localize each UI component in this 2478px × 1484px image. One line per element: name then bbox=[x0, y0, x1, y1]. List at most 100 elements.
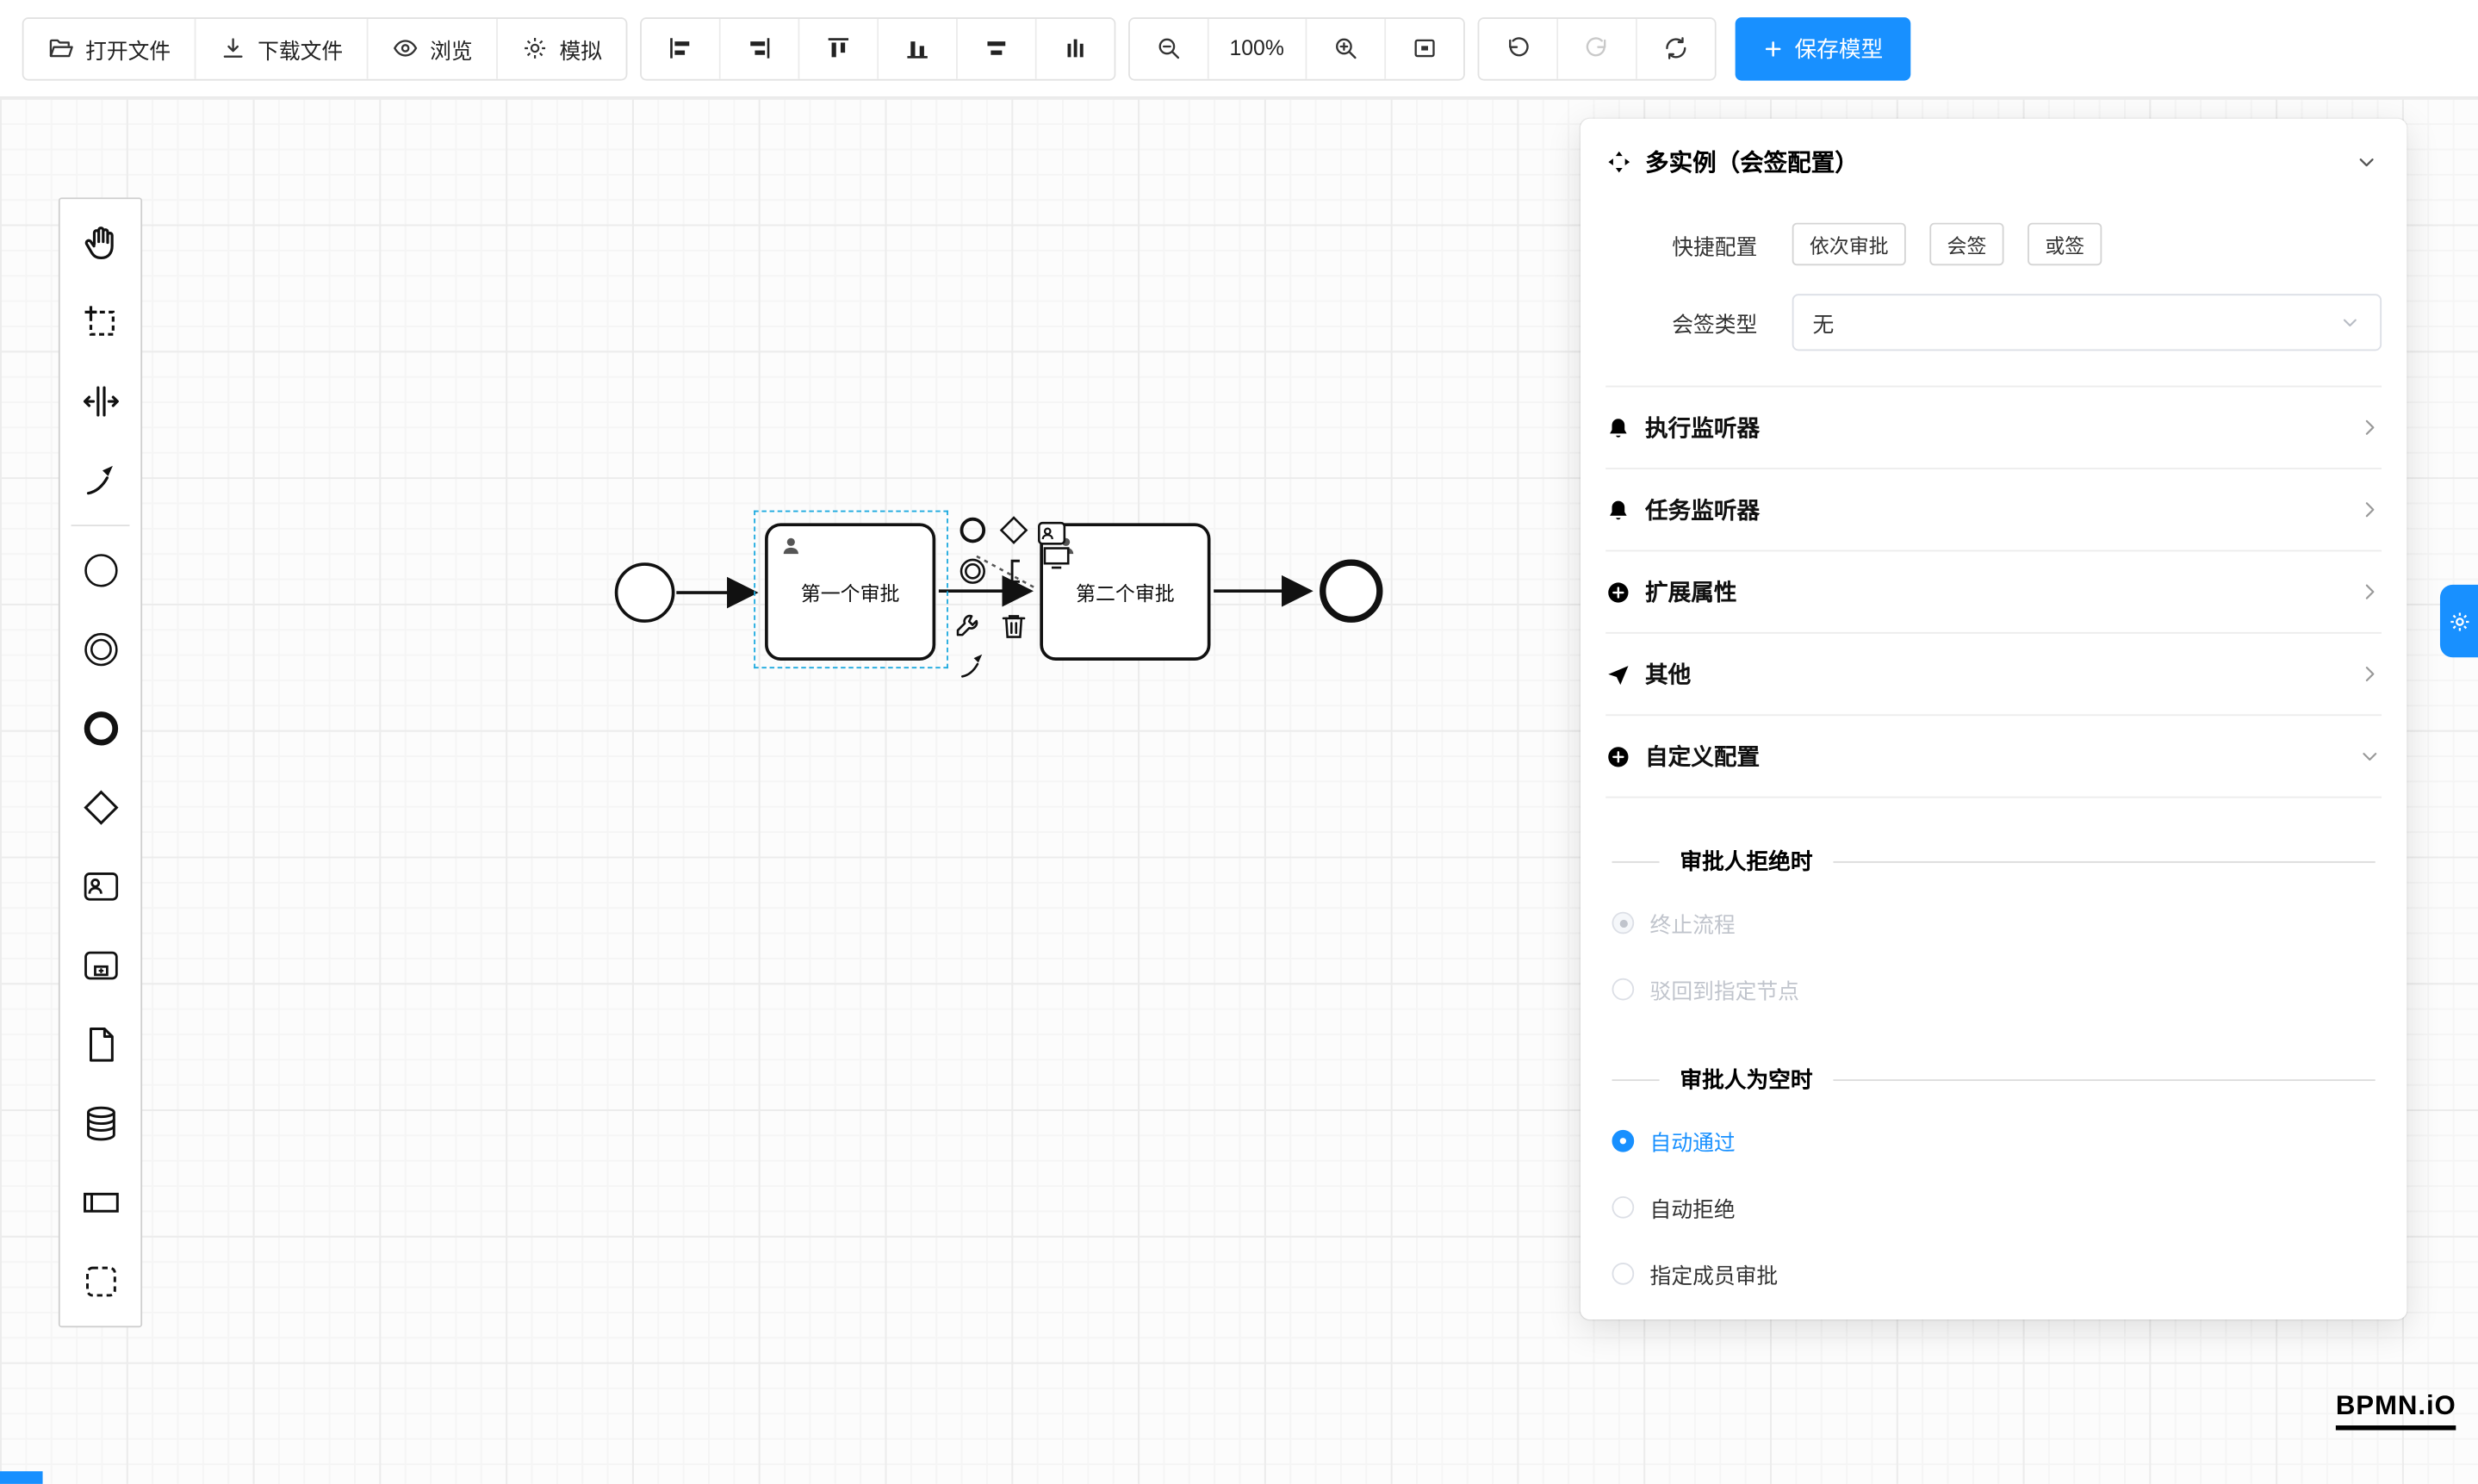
radio-button[interactable] bbox=[1612, 1129, 1635, 1152]
create-data-store[interactable] bbox=[60, 1084, 141, 1164]
subprocess-icon bbox=[80, 945, 121, 986]
download-file-button[interactable]: 下载文件 bbox=[196, 18, 369, 78]
create-group[interactable] bbox=[60, 1242, 141, 1321]
settings-side-tab[interactable] bbox=[2439, 584, 2478, 658]
section-extended-properties[interactable]: 扩展属性 bbox=[1605, 551, 2382, 634]
end-event-icon bbox=[80, 708, 121, 749]
zoom-in-icon bbox=[1332, 34, 1358, 61]
align-right-button[interactable] bbox=[720, 18, 800, 78]
section-custom-config[interactable]: 自定义配置 bbox=[1605, 716, 2382, 798]
preview-label: 浏览 bbox=[430, 38, 473, 63]
radio-auto-pass[interactable]: 自动通过 bbox=[1605, 1108, 2382, 1174]
change-type-button[interactable] bbox=[953, 610, 986, 643]
append-intermediate-event-button[interactable] bbox=[956, 555, 990, 588]
create-participant[interactable] bbox=[60, 1163, 141, 1242]
user-task-icon bbox=[1035, 517, 1069, 550]
divider bbox=[1833, 1078, 2376, 1081]
diagram-canvas[interactable]: 第一个审批 第二个审批 BPMN.iO 多实例（会签配置） bbox=[0, 97, 2478, 1484]
align-top-button[interactable] bbox=[799, 18, 879, 78]
divider bbox=[1605, 385, 2382, 388]
text-annotation-button[interactable] bbox=[1000, 555, 1034, 588]
section-label: 执行监听器 bbox=[1645, 417, 1761, 443]
radio-button[interactable] bbox=[1612, 1263, 1635, 1285]
section-other[interactable]: 其他 bbox=[1605, 634, 2382, 717]
reject-section-title: 审批人拒绝时 bbox=[1612, 846, 2376, 878]
plus-circle-icon bbox=[1608, 581, 1629, 602]
bell-icon bbox=[1610, 500, 1627, 519]
hand-tool-icon bbox=[80, 223, 121, 264]
append-task-button[interactable] bbox=[1035, 517, 1069, 550]
create-subprocess[interactable] bbox=[60, 926, 141, 1005]
fit-viewport-button[interactable] bbox=[1385, 18, 1463, 78]
lasso-tool-icon bbox=[80, 301, 121, 343]
redo-button[interactable] bbox=[1557, 18, 1637, 78]
space-tool[interactable] bbox=[60, 362, 141, 441]
gear-icon bbox=[2448, 609, 2472, 633]
end-event-shape[interactable] bbox=[1320, 559, 1383, 623]
append-gateway-button[interactable] bbox=[997, 513, 1031, 547]
append-end-event-button[interactable] bbox=[956, 513, 990, 547]
user-task-2[interactable]: 第二个审批 bbox=[1040, 523, 1211, 661]
start-event-shape[interactable] bbox=[614, 562, 675, 623]
distribute-button[interactable] bbox=[1036, 18, 1115, 78]
radio-auto-reject[interactable]: 自动拒绝 bbox=[1605, 1174, 2382, 1240]
toolbar: 打开文件 下载文件 浏览 模拟 bbox=[0, 0, 2478, 98]
hand-tool[interactable] bbox=[60, 204, 141, 283]
create-intermediate-event[interactable] bbox=[60, 610, 141, 689]
refresh-icon bbox=[1661, 34, 1688, 61]
append-subprocess-button[interactable] bbox=[1040, 542, 1073, 575]
sequence-flows bbox=[676, 555, 1314, 609]
folder-open-icon bbox=[47, 34, 74, 61]
chevron-right-icon bbox=[2358, 662, 2382, 686]
zoom-in-button[interactable] bbox=[1306, 18, 1386, 78]
open-file-label: 打开文件 bbox=[85, 38, 171, 63]
section-task-listener[interactable]: 任务监听器 bbox=[1605, 469, 2382, 552]
distribute-icon bbox=[1062, 34, 1089, 61]
create-data-object[interactable] bbox=[60, 1005, 141, 1084]
data-store-icon bbox=[80, 1103, 121, 1145]
refresh-button[interactable] bbox=[1636, 18, 1714, 78]
connect-button[interactable] bbox=[956, 649, 990, 683]
create-gateway[interactable] bbox=[60, 768, 141, 848]
lasso-tool[interactable] bbox=[60, 283, 141, 362]
section-execution-listener[interactable]: 执行监听器 bbox=[1605, 388, 2382, 469]
save-model-button[interactable]: 保存模型 bbox=[1734, 16, 1910, 80]
create-user-task[interactable] bbox=[60, 847, 141, 926]
quick-option-orsign[interactable]: 或签 bbox=[2028, 222, 2102, 266]
screen-icon bbox=[1040, 542, 1073, 575]
quick-option-sequential[interactable]: 依次审批 bbox=[1792, 222, 1906, 266]
connect-tool-icon bbox=[80, 460, 121, 501]
radio-label: 指定成员审批 bbox=[1649, 1264, 1779, 1288]
align-center-button[interactable] bbox=[957, 18, 1037, 78]
user-icon bbox=[779, 534, 804, 558]
gear-icon bbox=[521, 34, 548, 61]
delete-button[interactable] bbox=[997, 610, 1031, 643]
zoom-out-button[interactable] bbox=[1129, 18, 1209, 78]
undo-button[interactable] bbox=[1478, 18, 1558, 78]
bottom-left-accent bbox=[0, 1471, 43, 1484]
user-task-1[interactable]: 第一个审批 bbox=[765, 523, 936, 661]
preview-button[interactable]: 浏览 bbox=[368, 18, 498, 78]
radio-button[interactable] bbox=[1612, 1195, 1635, 1219]
quick-option-countersign[interactable]: 会签 bbox=[1929, 222, 2004, 266]
align-bottom-button[interactable] bbox=[879, 18, 958, 78]
multi-instance-section-header[interactable]: 多实例（会签配置） bbox=[1581, 119, 2407, 195]
intermediate-event-icon bbox=[80, 629, 121, 670]
panel-title: 多实例（会签配置） bbox=[1645, 150, 1859, 177]
create-end-event[interactable] bbox=[60, 689, 141, 768]
radio-label: 自动拒绝 bbox=[1649, 1197, 1736, 1222]
zoom-level: 100% bbox=[1209, 18, 1307, 78]
radio-assign-member[interactable]: 指定成员审批 bbox=[1605, 1240, 2382, 1307]
section-label: 任务监听器 bbox=[1645, 499, 1761, 525]
simulate-button[interactable]: 模拟 bbox=[497, 18, 626, 78]
palette-separator bbox=[71, 525, 130, 526]
create-start-event[interactable] bbox=[60, 531, 141, 610]
global-connect-tool[interactable] bbox=[60, 441, 141, 520]
sign-type-select[interactable]: 无 bbox=[1792, 294, 2382, 351]
align-left-button[interactable] bbox=[641, 18, 721, 78]
chevron-down-icon bbox=[2358, 744, 2382, 768]
send-icon bbox=[1608, 665, 1629, 685]
open-file-button[interactable]: 打开文件 bbox=[23, 18, 196, 78]
properties-panel: 多实例（会签配置） 快捷配置 依次审批 会签 或签 会签类型 无 bbox=[1580, 118, 2407, 1320]
sign-type-value: 无 bbox=[1812, 313, 1835, 337]
